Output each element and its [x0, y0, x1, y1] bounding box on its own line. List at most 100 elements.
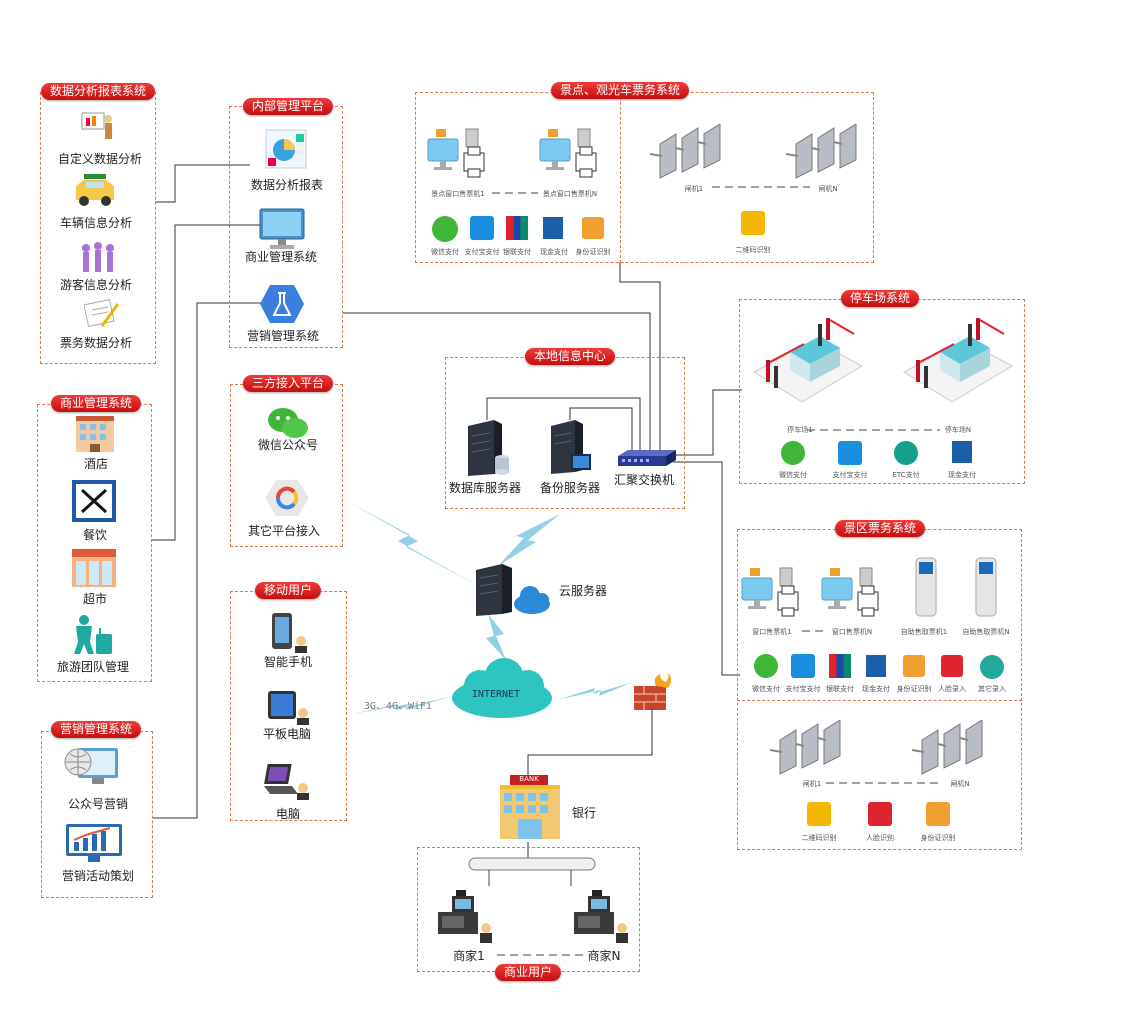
bank-sign: BANK	[519, 775, 539, 783]
area-pay-2: 支付宝支付	[785, 685, 821, 693]
parking-pay-1: 微信支付	[779, 471, 807, 479]
parking-title: 停车场系统	[840, 290, 920, 307]
commerce-mgmt-title: 商业管理系统	[50, 395, 142, 412]
smartphone-icon	[272, 613, 307, 653]
internet-cloud-icon	[452, 658, 552, 718]
area-window-1-label: 窗口售票机1	[752, 628, 792, 636]
area-turnstile-icon-n	[912, 720, 983, 775]
marketing-item-official: 公众号营销	[67, 797, 129, 811]
database-server-icon	[468, 420, 509, 476]
merchants-title: 商业用户	[494, 964, 562, 981]
commerce-item-tour: 旅游团队管理	[56, 660, 130, 674]
tablet-icon	[268, 691, 309, 725]
area-alipay-icon	[791, 654, 815, 678]
scenic-wechat-pay-icon	[432, 216, 458, 242]
parking-lot-icon-1	[753, 318, 864, 403]
area-pay-3: 银联支付	[826, 685, 854, 693]
network-bus-icon	[468, 857, 596, 886]
other-platform-icon	[265, 480, 309, 516]
area-self-1-label: 自助售取票机1	[900, 628, 948, 636]
turnstile-gate-icon-1	[650, 124, 721, 179]
area-bottom-2: 人脸识别	[866, 834, 894, 842]
area-bottom-1: 二维码识别	[801, 834, 837, 842]
wireless-link-thirdparty	[345, 500, 480, 587]
link-firewall-bank	[527, 700, 653, 775]
scenic-qr-label: 二维码识别	[735, 246, 771, 254]
area-wechat-icon	[754, 654, 778, 678]
marketing-item-campaign: 营销活动策划	[61, 869, 135, 883]
area-window-icon-n	[821, 567, 879, 617]
switch-icon	[618, 450, 676, 466]
merchant-1-label: 商家1	[453, 949, 485, 963]
commerce-item-supermarket: 超市	[82, 592, 108, 606]
cloud-server-icon	[476, 564, 550, 616]
area-ticket-title: 景区票务系统	[834, 520, 926, 537]
third-party-item-other: 其它平台接入	[247, 524, 321, 538]
area-unionpay-icon	[829, 654, 851, 678]
scenic-window-1-label: 景点窗口售票机1	[431, 190, 485, 198]
analytics-report-icon	[265, 129, 307, 169]
data-analysis-item-2: 车辆信息分析	[59, 216, 133, 230]
internal-mgmt-title: 内部管理平台	[242, 98, 334, 115]
local-center-title: 本地信息中心	[524, 348, 616, 365]
bank-label: 银行	[571, 806, 597, 820]
marketing-mgmt-title: 营销管理系统	[50, 721, 142, 738]
pos-terminal-icon-1	[438, 890, 492, 943]
area-face-icon	[941, 655, 963, 677]
globe-monitor-icon	[64, 748, 118, 784]
scenic-ticket-divider	[620, 92, 621, 263]
area-gate-1-label: 闸机1	[802, 780, 822, 788]
area-pay-4: 现金支付	[862, 685, 890, 693]
area-window-icon-1	[741, 567, 799, 617]
mobile-item-phone: 智能手机	[263, 655, 313, 669]
third-party-title: 三方接入平台	[242, 375, 334, 392]
custom-analysis-icon	[81, 112, 112, 139]
parking-pay-3: ETC支付	[892, 471, 920, 479]
parking-pay-4: 现金支付	[948, 471, 976, 479]
supermarket-icon	[72, 549, 116, 587]
area-id-recog-icon	[926, 802, 950, 826]
ticket-window-icon-n	[539, 128, 597, 178]
link-analysis-internal	[155, 164, 250, 203]
link-backup-switch	[569, 407, 633, 455]
scenic-gate-1-label: 闸机1	[684, 185, 704, 193]
restaurant-icon	[72, 480, 116, 522]
link-switch-parking	[673, 389, 742, 456]
internal-mgmt-item-3: 营销管理系统	[246, 329, 320, 343]
internet-label: INTERNET	[471, 689, 521, 700]
area-idcard-icon	[903, 655, 925, 677]
scenic-window-n-label: 景点窗口售票机N	[542, 190, 598, 198]
scenic-cash-icon	[543, 217, 563, 239]
flask-icon	[260, 285, 304, 323]
data-analysis-item-3: 游客信息分析	[59, 278, 133, 292]
parking-lot-icon-n	[903, 318, 1014, 403]
mobile-users-title: 移动用户	[254, 582, 322, 599]
scenic-pay-4: 现金支付	[540, 248, 568, 256]
area-qr-icon	[807, 802, 831, 826]
merchant-n-label: 商家N	[587, 949, 621, 963]
commerce-item-hotel: 酒店	[83, 457, 109, 471]
area-window-n-label: 窗口售票机N	[831, 628, 873, 636]
parking-pay-2: 支付宝支付	[832, 471, 868, 479]
laptop-icon	[264, 764, 309, 800]
monitor-icon	[259, 208, 305, 249]
wireless-link-firewall	[557, 682, 633, 700]
local-db-label: 数据库服务器	[448, 481, 522, 495]
bank-icon	[500, 775, 560, 839]
local-backup-label: 备份服务器	[539, 481, 601, 495]
internal-mgmt-item-1: 数据分析报表	[250, 178, 324, 192]
pos-terminal-icon-n	[574, 890, 628, 943]
mobile-item-computer: 电脑	[275, 807, 301, 821]
area-ticket-divider	[737, 700, 1022, 701]
scenic-idcard-icon	[582, 217, 604, 239]
backup-server-icon	[551, 420, 591, 474]
scenic-pay-1: 微信支付	[431, 248, 459, 256]
area-pay-7: 其它录入	[978, 685, 1006, 693]
area-self-n-label: 自助售取票机N	[962, 628, 1010, 636]
parking-cash-icon	[952, 441, 972, 463]
tour-group-icon	[74, 615, 112, 654]
area-face-recog-icon	[868, 802, 892, 826]
mobile-item-tablet: 平板电脑	[262, 727, 312, 741]
wireless-label: 3G、4G、WiFi	[363, 701, 433, 712]
